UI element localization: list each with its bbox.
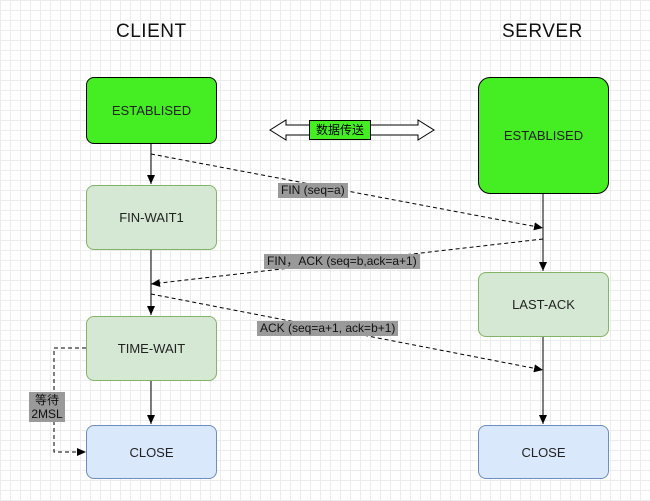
server-heading: SERVER xyxy=(502,21,583,42)
data-transfer-label: 数据传送 xyxy=(309,120,372,140)
fin-ack-message-label: FIN，ACK (seq=b,ack=a+1) xyxy=(264,254,420,269)
wait-label-line1: 等待 xyxy=(34,393,59,407)
client-state-fin-wait1: FIN-WAIT1 xyxy=(86,185,217,250)
client-state-established: ESTABLISED xyxy=(86,77,217,144)
fin-message-label: FIN (seq=a) xyxy=(278,183,348,198)
client-heading: CLIENT xyxy=(116,21,187,42)
client-state-time-wait: TIME-WAIT xyxy=(86,316,217,381)
server-state-established: ESTABLISED xyxy=(478,77,609,194)
server-state-close: CLOSE xyxy=(478,425,609,479)
server-state-last-ack: LAST-ACK xyxy=(478,272,609,337)
wait-label-line2: 2MSL xyxy=(31,407,63,421)
client-state-close: CLOSE xyxy=(86,425,217,479)
ack-message-label: ACK (seq=a+1, ack=b+1) xyxy=(257,321,399,336)
wait-2msl-label: 等待 2MSL xyxy=(29,392,65,422)
